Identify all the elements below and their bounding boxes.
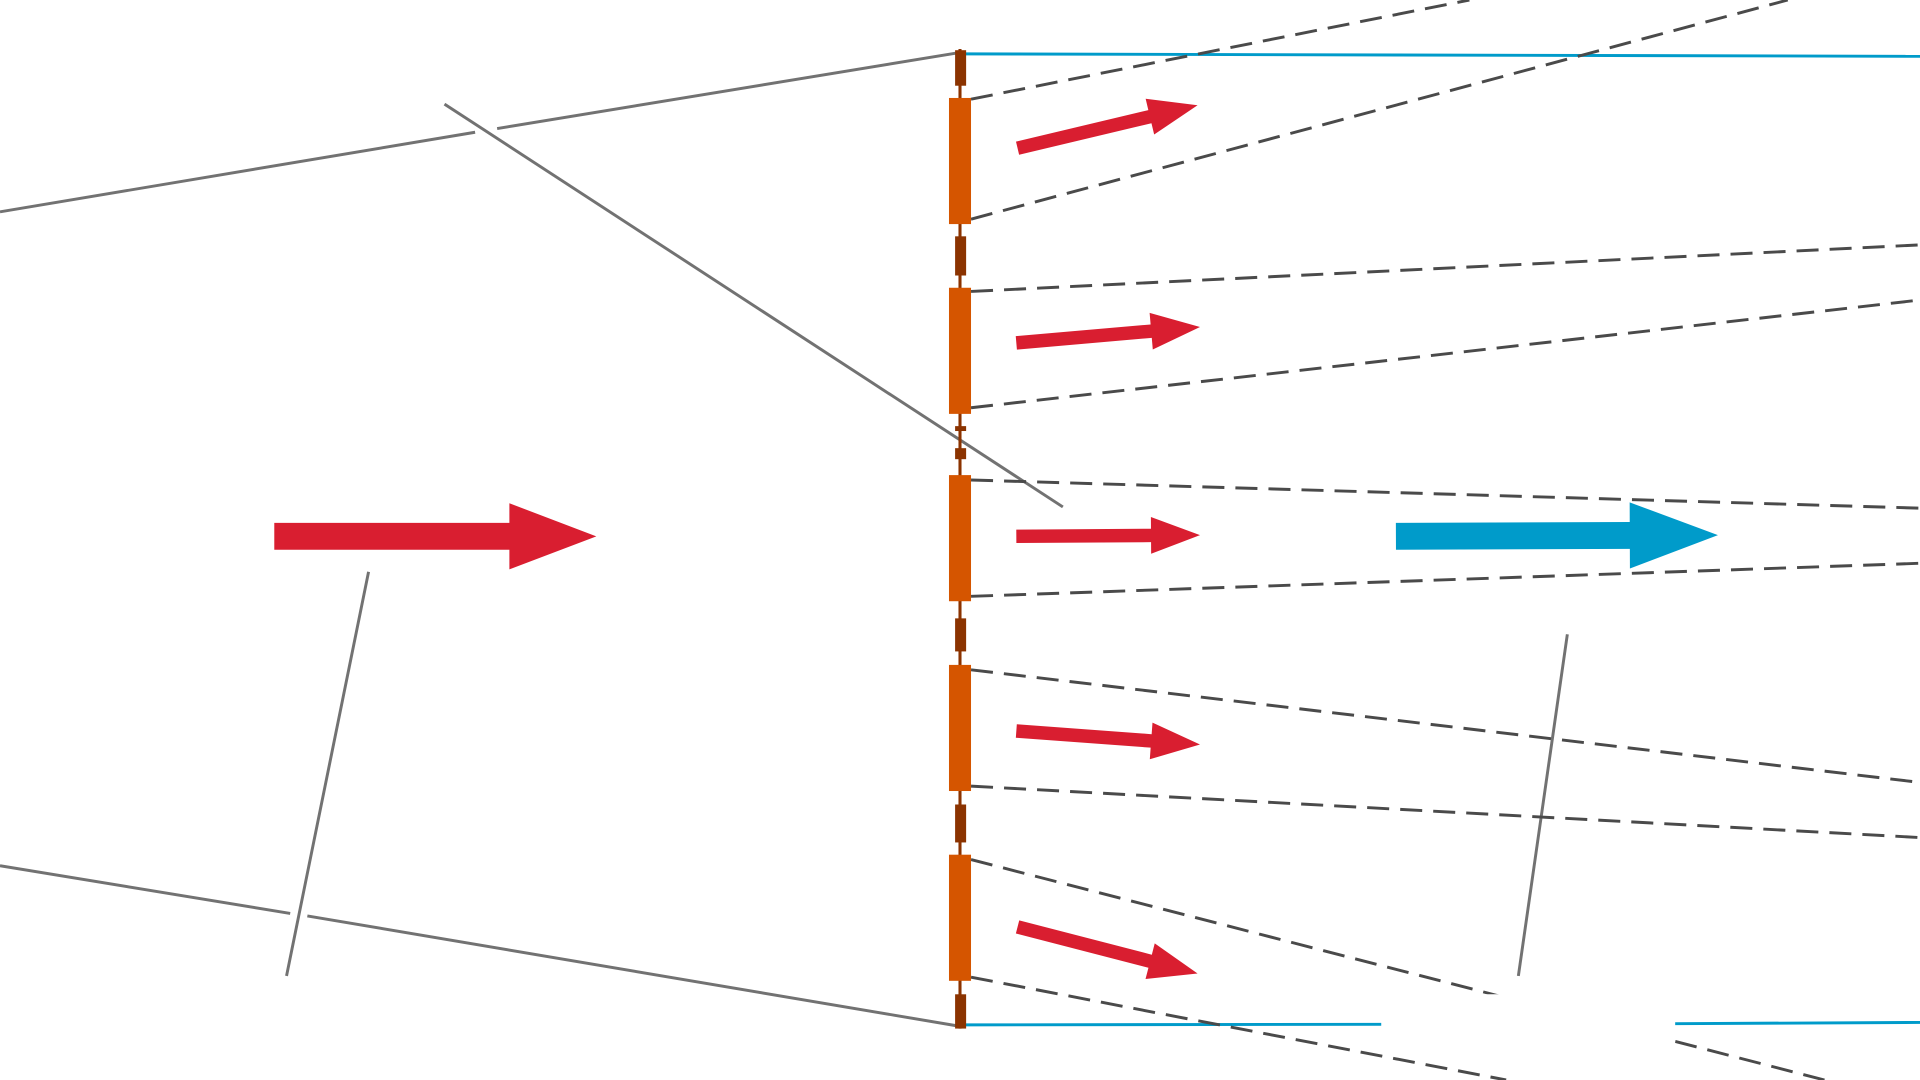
- stream-line: [970, 298, 1920, 410]
- stream-line: [970, 858, 1825, 1080]
- stream-line: [970, 0, 1789, 221]
- stream-line: [970, 0, 1470, 101]
- outflow-arrow: [1395, 502, 1718, 569]
- flow-lines: [963, 52, 1920, 1027]
- pole-segment: [955, 804, 967, 843]
- blade-arrow-1: [1015, 98, 1198, 155]
- stream-line: [970, 243, 1920, 293]
- stream-line: [970, 668, 1920, 784]
- upper-flow-line: [963, 52, 1920, 58]
- leader-line-left: [285, 571, 371, 977]
- stream-lines: [970, 0, 1920, 1080]
- blade-arrow-2: [1015, 312, 1201, 350]
- leader-line-right: [1516, 634, 1569, 977]
- blade-arrow-4: [1015, 722, 1200, 760]
- blade-2: [948, 287, 972, 414]
- blade-4: [948, 664, 972, 792]
- upper-boundary-line: [0, 51, 960, 214]
- blade-1: [948, 97, 972, 225]
- blade-5: [948, 854, 972, 981]
- pole-segments: [955, 50, 967, 1029]
- arrows: [274, 98, 1718, 979]
- lower-flow-line-right: [1675, 1020, 1920, 1026]
- pole-segment: [955, 448, 967, 460]
- outline-lines: [0, 51, 1569, 1028]
- rotor-disk: [948, 48, 972, 1029]
- stream-line: [970, 975, 1507, 1080]
- pole-segment: [955, 618, 967, 652]
- blade-arrow-5: [1015, 920, 1198, 979]
- lower-flow-line-left: [963, 1022, 1384, 1027]
- blade-3: [948, 475, 972, 602]
- stream-line: [970, 478, 1920, 510]
- pole-segment: [955, 426, 967, 432]
- blades: [948, 97, 972, 981]
- inflow-arrow: [274, 503, 597, 570]
- pole-segment: [955, 994, 967, 1029]
- label-patch: [1381, 994, 1676, 1056]
- lower-boundary-line: [0, 864, 960, 1028]
- stream-line: [970, 784, 1920, 840]
- stream-line: [970, 561, 1920, 598]
- pole-segment: [955, 50, 967, 86]
- pole-segment: [955, 236, 967, 276]
- blade-arrow-3: [1016, 517, 1200, 554]
